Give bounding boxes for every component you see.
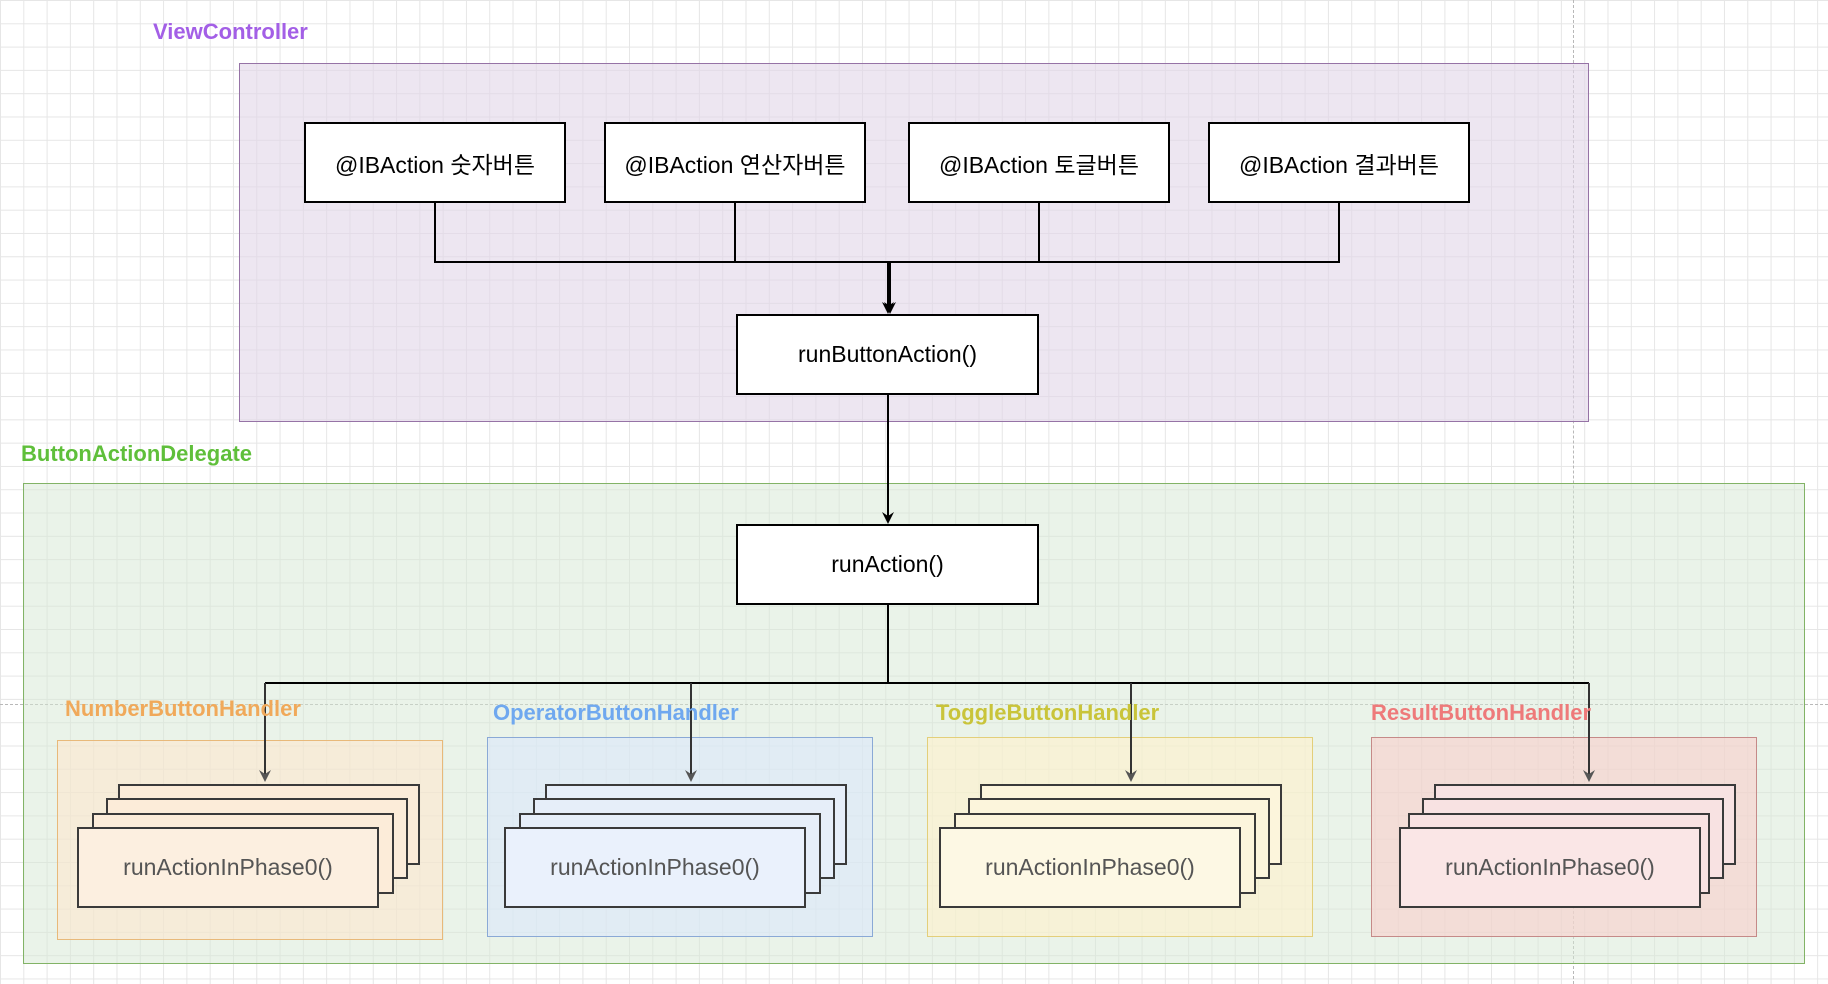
connector-run-action-bus — [265, 604, 1589, 684]
connector-toggle-action — [888, 203, 1040, 263]
operator-method-card[interactable]: runActionInPhase0() — [504, 827, 806, 908]
toggle-method-card[interactable]: runActionInPhase0() — [939, 827, 1241, 908]
run-action-box[interactable]: runAction() — [736, 524, 1039, 605]
run-button-action-box[interactable]: runButtonAction() — [736, 314, 1039, 395]
connector-result-action — [888, 203, 1340, 263]
result-action-box[interactable]: @IBAction 결과버튼 — [1208, 122, 1470, 203]
toggle-action-box[interactable]: @IBAction 토글버튼 — [908, 122, 1170, 203]
number-method-card[interactable]: runActionInPhase0() — [77, 827, 379, 908]
result-method-card[interactable]: runActionInPhase0() — [1399, 827, 1701, 908]
number-action-box[interactable]: @IBAction 숫자버튼 — [304, 122, 566, 203]
number-handler-label: NumberButtonHandler — [65, 696, 301, 721]
operator-action-box[interactable]: @IBAction 연산자버튼 — [604, 122, 866, 203]
button-action-delegate-label: ButtonActionDelegate — [21, 441, 252, 466]
view-controller-label: ViewController — [153, 19, 308, 44]
toggle-handler-label: ToggleButtonHandler — [936, 700, 1160, 725]
result-handler-label: ResultButtonHandler — [1371, 700, 1591, 725]
operator-handler-label: OperatorButtonHandler — [493, 700, 739, 725]
connector-number-action — [434, 203, 888, 263]
